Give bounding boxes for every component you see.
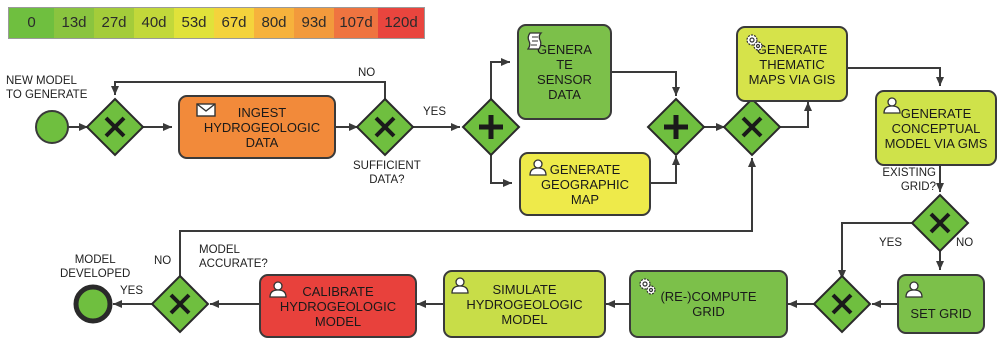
task-ingest-label: INGEST HYDROGEOLOGIC DATA — [203, 104, 321, 150]
no-label-accurate: NO — [154, 255, 172, 267]
gear-icon — [744, 32, 764, 55]
user-icon — [269, 280, 287, 301]
user-icon — [451, 276, 469, 297]
user-icon — [905, 280, 923, 301]
legend-cell: 67d — [214, 8, 254, 38]
no-label-top: NO — [358, 67, 376, 79]
end-event — [73, 284, 113, 324]
sufficient-data-label: SUFFICIENT DATA? — [353, 160, 421, 186]
task-calibrate-model[interactable]: CALIBRATE HYDROGEOLOGIC MODEL — [259, 274, 417, 338]
legend-cell: 40d — [134, 8, 174, 38]
exclusive-gateway-existing-grid — [910, 193, 970, 253]
flow-geographic-to-join — [651, 156, 680, 184]
task-compute-label: (RE-)COMPUTE GRID — [660, 289, 757, 319]
task-generate-thematic-maps[interactable]: GENERATE THEMATIC MAPS VIA GIS — [736, 26, 848, 102]
task-set-grid[interactable]: SET GRID — [897, 274, 985, 334]
user-icon — [529, 158, 547, 179]
gear-icon — [637, 276, 657, 299]
task-ingest-hydrogeologic-data[interactable]: INGEST HYDROGEOLOGIC DATA — [178, 95, 336, 159]
task-recompute-grid[interactable]: (RE-)COMPUTE GRID — [629, 270, 788, 338]
model-accurate-label: MODEL ACCURATE? — [199, 244, 268, 270]
parallel-gateway-split — [461, 97, 521, 157]
exclusive-gateway-3 — [722, 97, 782, 157]
exclusive-gateway-1 — [85, 97, 145, 157]
task-geographic-label: GENERATE GEOGRAPHIC MAP — [540, 161, 630, 207]
envelope-icon — [196, 103, 216, 120]
legend-cell: 13d — [54, 8, 94, 38]
no-label-grid: NO — [956, 237, 974, 249]
legend-cell: 93d — [294, 8, 334, 38]
task-calibrate-label: CALIBRATE HYDROGEOLOGIC MODEL — [279, 283, 397, 329]
exclusive-gateway-sufficient-data — [355, 97, 415, 157]
legend-cell: 0 — [9, 8, 54, 38]
start-event-label: NEW MODEL TO GENERATE — [6, 75, 88, 101]
exclusive-gateway-model-accurate — [150, 274, 210, 334]
task-generate-sensor-data[interactable]: GENERA TE SENSOR DATA — [517, 24, 612, 120]
parallel-gateway-join — [646, 97, 706, 157]
task-simulate-model[interactable]: SIMULATE HYDROGEOLOGIC MODEL — [443, 270, 606, 338]
legend-cell: 27d — [94, 8, 134, 38]
flow-gw4-yes-to-gw5 — [838, 222, 913, 279]
task-generate-geographic-map[interactable]: GENERATE GEOGRAPHIC MAP — [519, 152, 651, 216]
existing-grid-label: EXISTING GRID? — [882, 167, 936, 193]
end-event-label: MODEL DEVELOPED — [60, 254, 131, 280]
task-generate-conceptual-model[interactable]: GENERATE CONCEPTUAL MODEL VIA GMS — [875, 90, 997, 166]
script-icon — [526, 32, 543, 53]
legend-cell: 80d — [254, 8, 294, 38]
flow-gw2-no-loop — [111, 81, 386, 100]
legend-cell: 107d — [334, 8, 378, 38]
flow-split-to-sensor — [490, 58, 510, 100]
user-icon — [883, 96, 901, 117]
yes-label-mid: YES — [423, 106, 447, 118]
yes-label-grid: YES — [879, 237, 903, 249]
yes-label-end: YES — [120, 285, 144, 297]
task-thematic-label: GENERATE THEMATIC MAPS VIA GIS — [748, 41, 836, 87]
start-event — [35, 110, 69, 144]
task-conceptual-label: GENERATE CONCEPTUAL MODEL VIA GMS — [884, 105, 988, 151]
task-simulate-label: SIMULATE HYDROGEOLOGIC MODEL — [466, 281, 583, 327]
legend-cell: 53d — [174, 8, 214, 38]
flow-split-to-geographic — [490, 154, 512, 187]
exclusive-gateway-grid-merge — [812, 274, 872, 334]
task-sensor-label: GENERA TE SENSOR DATA — [537, 42, 592, 102]
flow-thematic-to-conceptual — [848, 67, 944, 86]
legend-cell: 120d — [378, 8, 424, 38]
flow-sensor-to-join — [612, 71, 680, 96]
flow-gw6-no-loop — [179, 158, 756, 277]
task-setgrid-label: SET GRID — [910, 305, 972, 321]
flow-gw3-to-thematic — [779, 102, 812, 128]
